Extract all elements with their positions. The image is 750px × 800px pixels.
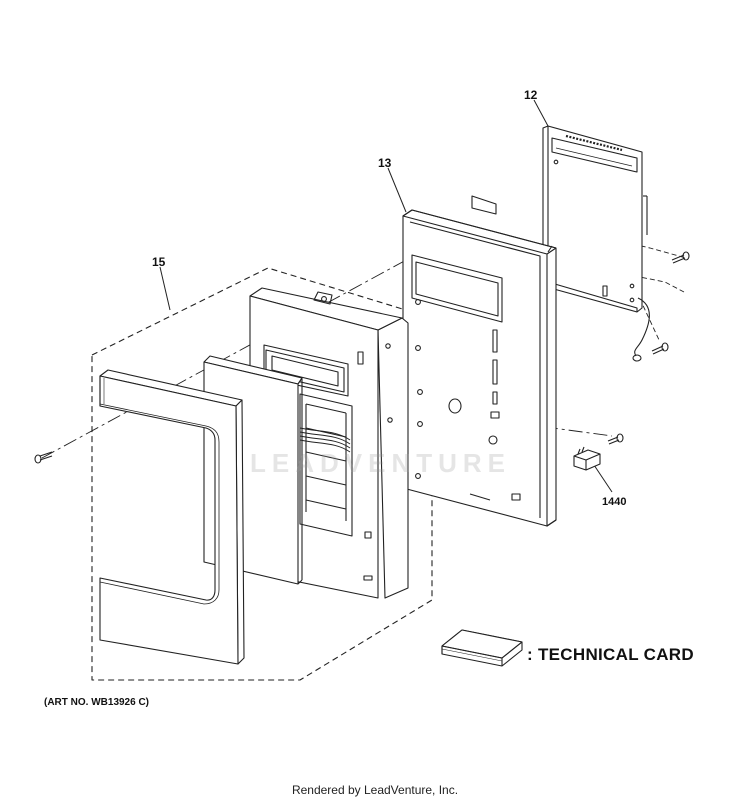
leader-lines bbox=[159, 99, 613, 493]
art-number: (ART NO. WB13926 C) bbox=[44, 697, 150, 708]
callout-part-13: 13 bbox=[378, 156, 392, 170]
screw-ground bbox=[651, 342, 669, 355]
door-trim-frame bbox=[99, 369, 245, 665]
footer-credit: Rendered by LeadVenture, Inc. bbox=[291, 783, 459, 797]
technical-card-label: : TECHNICAL CARD bbox=[527, 645, 694, 664]
watermark-text: LEADVENTURE bbox=[250, 448, 512, 478]
assembly-15-dashed-outline bbox=[91, 267, 433, 681]
screw-switch bbox=[607, 433, 624, 445]
switch-part-1440 bbox=[573, 446, 601, 471]
callout-part-1440: 1440 bbox=[602, 496, 627, 508]
control-board bbox=[542, 125, 650, 362]
callout-part-12: 12 bbox=[524, 88, 538, 102]
callout-part-15: 15 bbox=[152, 255, 166, 269]
screw-board-top bbox=[671, 251, 690, 264]
screw-left bbox=[34, 451, 53, 464]
technical-card-icon bbox=[441, 629, 523, 667]
